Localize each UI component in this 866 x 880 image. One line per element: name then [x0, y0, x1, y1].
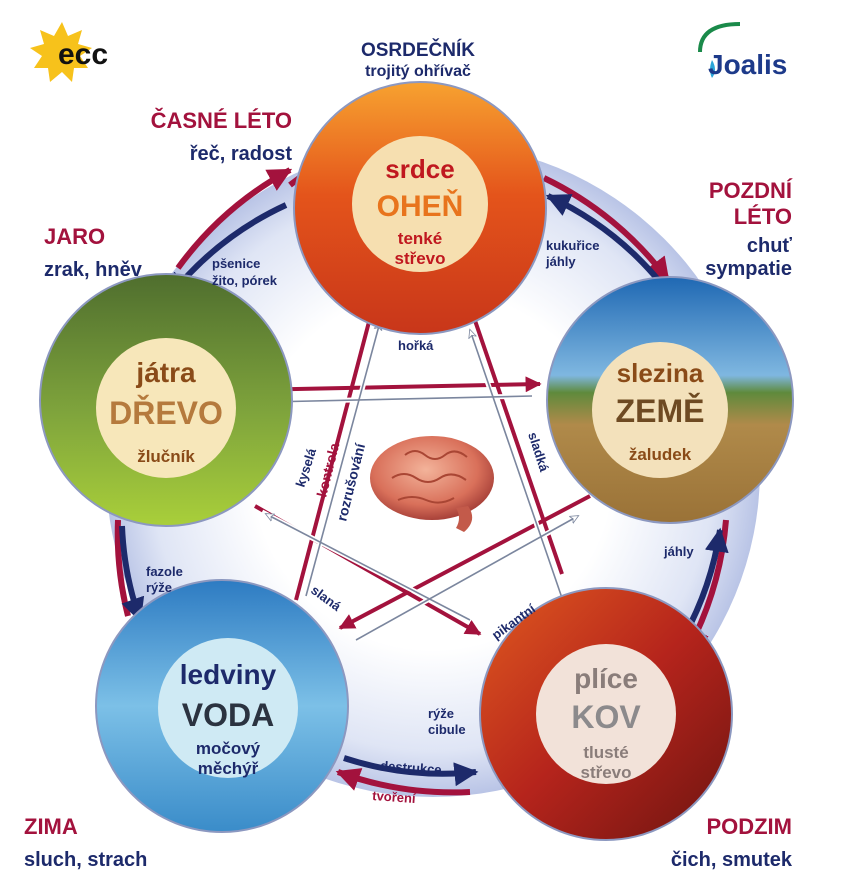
- season-earth-line2: LÉTO: [734, 204, 792, 229]
- fire-organ: srdce: [385, 154, 454, 184]
- earth-core: [592, 342, 728, 478]
- brain-illustration: [370, 436, 494, 532]
- senses-earth-line1: chuť: [747, 235, 793, 257]
- fire-partner-line2: střevo: [394, 249, 445, 268]
- season-fire: ČASNÉ LÉTO: [151, 108, 292, 133]
- food-wood-fire-2: žito, pórek: [212, 273, 278, 288]
- wood-partner: žlučník: [137, 447, 195, 466]
- wood-core: [96, 338, 236, 478]
- earth-organ: slezina: [617, 358, 704, 388]
- wood-element: DŘEVO: [109, 395, 223, 431]
- food-fire-earth-1: kukuřice: [546, 238, 599, 253]
- metal-core: [536, 644, 676, 784]
- fire-partner-line1: tenké: [398, 229, 442, 248]
- food-water-wood-1: fazole: [146, 564, 183, 579]
- top-title: OSRDEČNÍK: [361, 39, 475, 61]
- earth-partner: žaludek: [629, 445, 692, 464]
- earth-element: ZEMĚ: [616, 393, 705, 429]
- element-fire: [293, 81, 547, 335]
- control-star-arrows: [247, 305, 591, 643]
- metal-partner-line1: tlusté: [583, 743, 628, 762]
- food-wood-fire-1: pšenice: [212, 256, 260, 271]
- element-wood: [39, 273, 293, 527]
- element-water: [95, 579, 349, 833]
- joalis-logo-text: Joalis: [708, 49, 787, 80]
- water-element: VODA: [182, 697, 274, 733]
- food-earth-metal-1: jáhly: [663, 544, 694, 559]
- ecc-logo: ecc: [30, 22, 108, 82]
- top-subtitle: trojitý ohřívač: [365, 63, 471, 80]
- joalis-logo: Joalis: [698, 22, 787, 80]
- senses-water: sluch, strach: [24, 849, 147, 871]
- food-metal-water-2: cibule: [428, 722, 466, 737]
- metal-organ: plíce: [574, 663, 638, 694]
- food-metal-water-1: rýže: [428, 706, 454, 721]
- season-earth-line1: POZDNÍ: [709, 178, 793, 203]
- fire-element: OHEŇ: [377, 189, 464, 223]
- element-metal: [479, 587, 733, 841]
- senses-wood: zrak, hněv: [44, 259, 143, 281]
- metal-element: KOV: [571, 699, 641, 735]
- senses-fire: řeč, radost: [190, 143, 293, 165]
- element-earth: [546, 276, 794, 524]
- water-core: [158, 638, 298, 778]
- food-fire-earth-2: jáhly: [545, 254, 576, 269]
- season-metal: PODZIM: [706, 814, 792, 839]
- water-partner-line1: močový: [196, 739, 261, 758]
- senses-metal: čich, smutek: [671, 849, 793, 871]
- water-partner-line2: měchýř: [198, 759, 259, 778]
- wood-organ: játra: [135, 357, 196, 388]
- food-water-wood-2: rýže: [146, 580, 172, 595]
- senses-earth-line2: sympatie: [705, 258, 792, 280]
- season-water: ZIMA: [24, 814, 78, 839]
- water-organ: ledviny: [180, 659, 277, 690]
- fire-core: [352, 136, 488, 272]
- taste-fire: hořká: [398, 338, 434, 353]
- metal-partner-line2: střevo: [580, 763, 631, 782]
- ecc-logo-text: ecc: [58, 38, 108, 71]
- cycle-destruction-label: destrukce: [380, 758, 442, 777]
- cycle-creation-label: tvoření: [372, 788, 417, 806]
- season-wood: JARO: [44, 224, 105, 249]
